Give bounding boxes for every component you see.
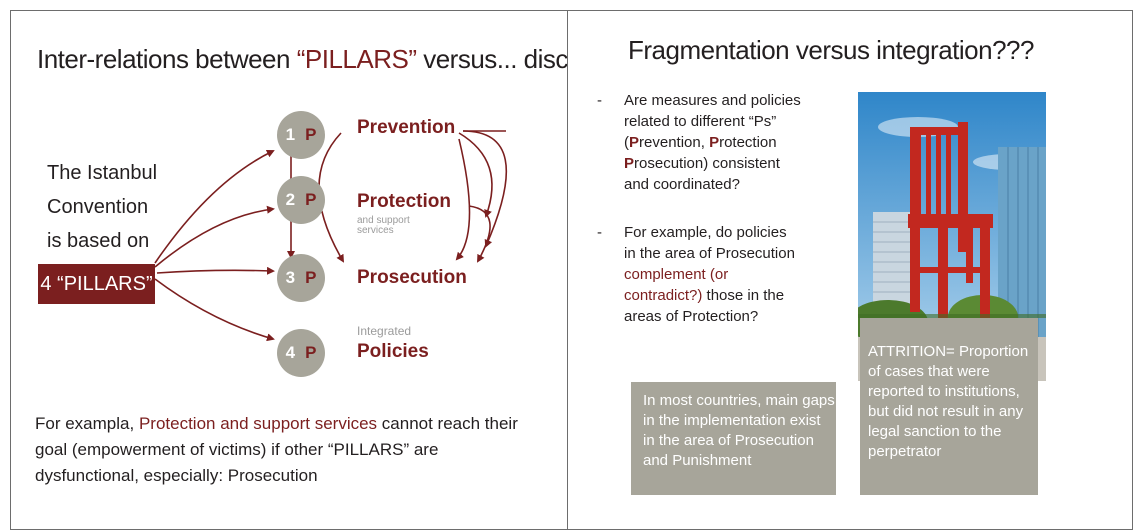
bullet-2: - For example, do policies in the area o… — [597, 224, 795, 325]
title-highlight: “PILLARS” — [296, 44, 417, 74]
intro-line-2: Convention — [47, 196, 149, 218]
pillar-label-policies: Policies — [357, 341, 429, 362]
pillar-sublabel-policies: Integrated — [357, 324, 412, 338]
slide-right: Fragmentation versus integration??? - Ar… — [567, 10, 1133, 530]
slide-left: Inter-relations between “PILLARS” versus… — [10, 10, 677, 530]
arrows-diagram — [154, 130, 508, 342]
pillars-box: 4 “PILLARS” — [38, 264, 155, 304]
intro-line-1: The Istanbul — [47, 162, 158, 184]
slide-title-right: Fragmentation versus integration??? — [628, 35, 1034, 65]
intro-line-3: is based on — [47, 230, 150, 252]
title-part1: Inter-relations between — [37, 44, 297, 74]
pillar-label-protection: Protection — [357, 191, 451, 212]
arrow-to-pillar-1 — [154, 150, 275, 264]
bullet-1: - Are measures and policies related to d… — [597, 92, 801, 193]
pillar-label-prevention: Prevention — [357, 117, 456, 138]
gaps-box: In most countries, main gaps in the impl… — [631, 382, 836, 495]
pillar-sublabel-protection: and support services — [357, 215, 410, 236]
bottom-highlight: Protection and support services — [138, 414, 378, 433]
bottom-text: For exampla, Protection and support serv… — [35, 414, 518, 485]
attrition-box: ATTRITION= Proportion of cases that were… — [860, 318, 1038, 495]
pillar-label-prosecution: Prosecution — [357, 267, 467, 288]
